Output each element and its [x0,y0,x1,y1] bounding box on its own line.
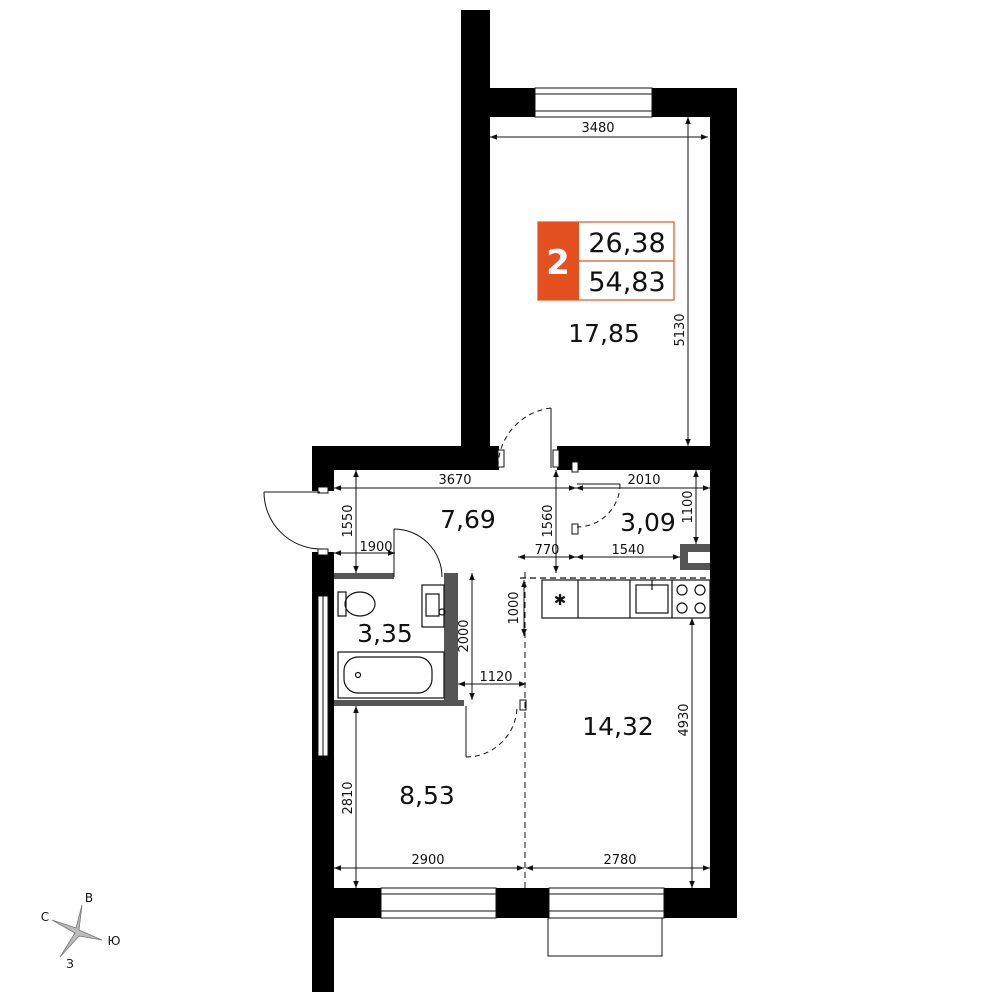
kitchen-counter [520,577,711,619]
dim-passage-a: 770 [535,543,560,558]
dim-bedroom-width: 3480 [581,121,614,136]
dim-bath-length: 2000 [457,619,472,652]
dim-passage-b: 1540 [611,543,644,558]
bathroom-fixtures [337,584,446,699]
area-storage: 3,09 [620,508,676,537]
dim-bedroom-length: 5130 [673,313,688,346]
dim-hall-depth: 1550 [341,504,356,537]
area-bedroom: 17,85 [568,319,640,348]
dim-storage-depth: 1100 [681,490,696,523]
door-markers [317,449,579,711]
dim-door-width: 1560 [541,504,556,537]
area-bathroom: 3,35 [357,619,413,648]
apartment-card: 2 26,38 54,83 [537,221,675,301]
dim-kitchen-opening: 1000 [507,591,522,624]
compass-star-icon [51,904,103,958]
dimension-lines [334,117,710,888]
partitions [334,544,710,706]
dim-kitchen-length: 4930 [677,703,692,736]
dim-kitchen-width: 2780 [603,853,636,868]
dim-bath-width: 1900 [359,540,392,555]
compass-south: Ю [108,934,121,948]
appliance-icon: ✱ [554,591,567,609]
compass-west: З [66,957,74,971]
area-room: 8,53 [399,781,455,810]
area-kitchen: 14,32 [582,712,654,741]
dim-hall-width: 3670 [438,473,471,488]
total-area: 54,83 [588,267,665,298]
area-hall: 7,69 [440,505,496,534]
rooms-count: 2 [546,243,570,283]
living-area: 26,38 [588,228,665,259]
dim-room-length: 2810 [341,781,356,814]
dim-storage-width: 2010 [627,473,660,488]
windows [317,87,665,957]
dim-corridor: 1120 [479,670,512,685]
compass-north: С [41,910,49,924]
rooms-badge [538,222,579,300]
compass: С В Ю З [41,891,121,971]
dim-room-width: 2900 [411,853,444,868]
compass-east: В [85,891,93,905]
